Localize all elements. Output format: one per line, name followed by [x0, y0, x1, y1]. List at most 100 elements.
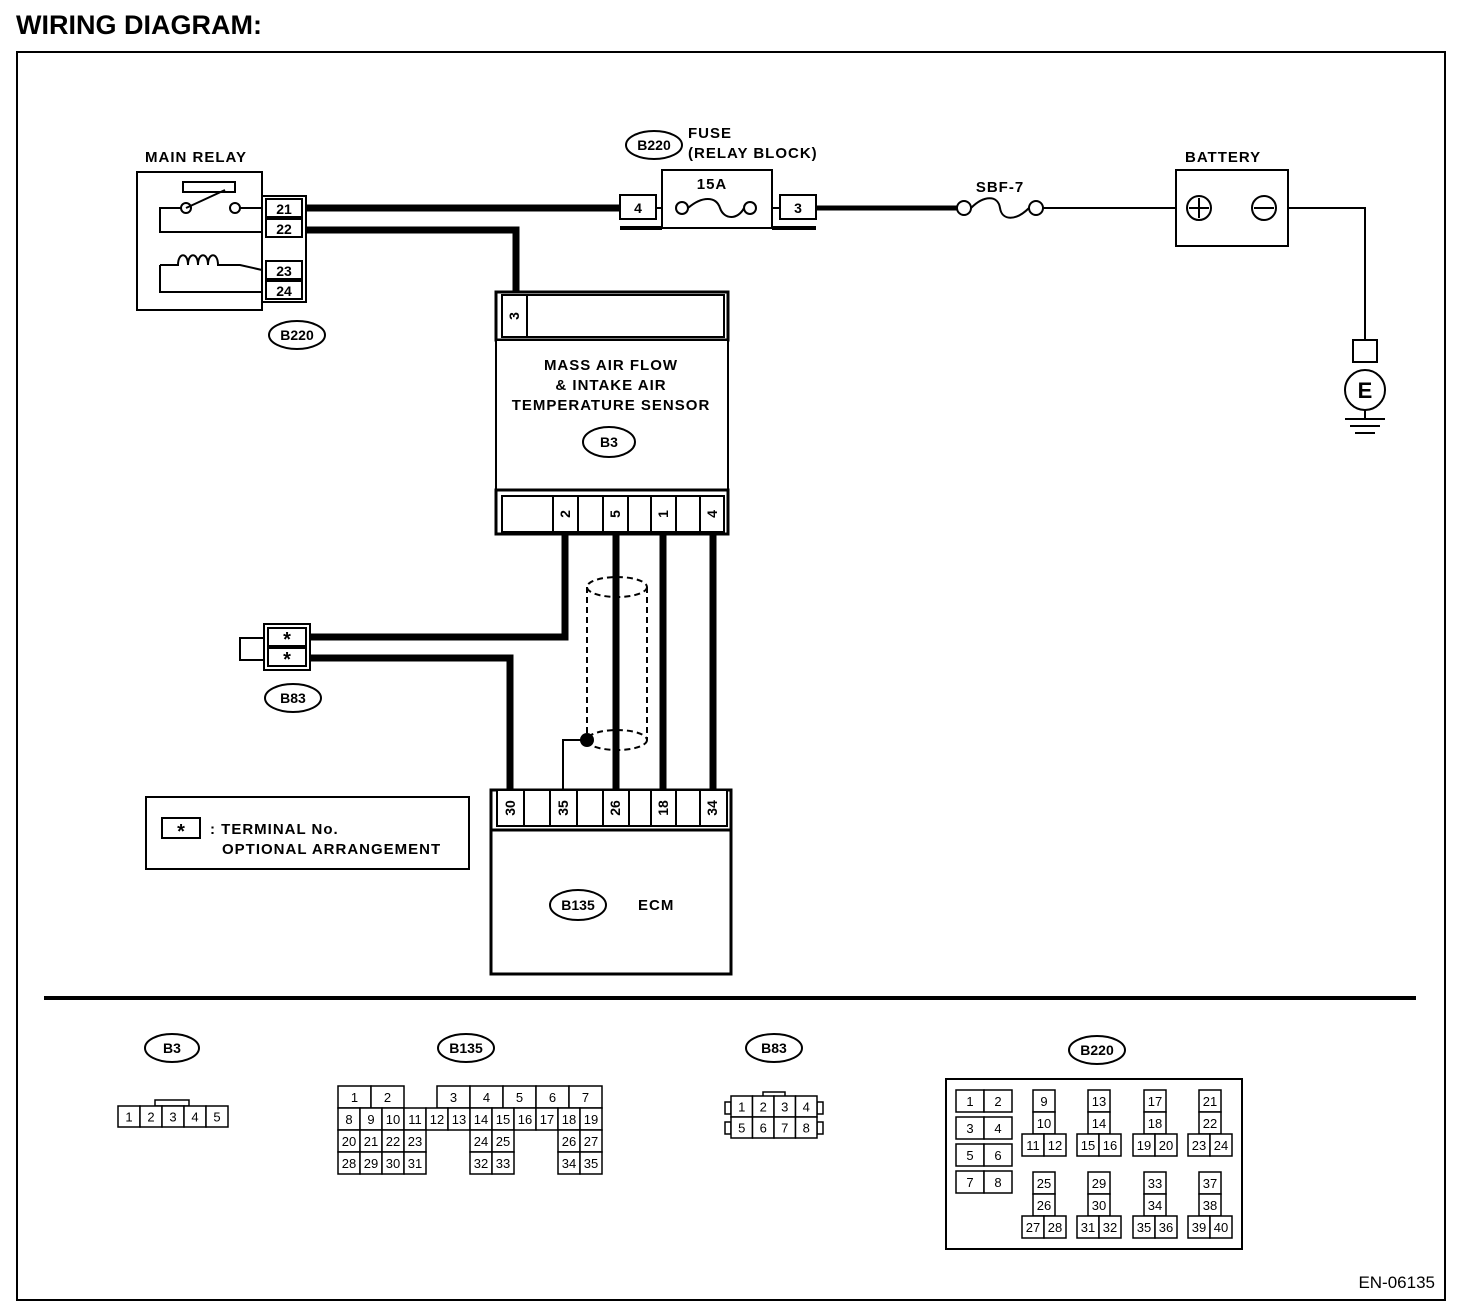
svg-text:25: 25	[496, 1134, 510, 1149]
svg-text:7: 7	[966, 1175, 973, 1190]
svg-text:14: 14	[474, 1112, 488, 1127]
b135-pin-16: 16	[513, 1107, 537, 1131]
svg-text:4: 4	[994, 1121, 1001, 1136]
svg-text:29: 29	[364, 1156, 378, 1171]
b83-pin-6: 6	[751, 1116, 775, 1139]
maf-label-2: & INTAKE AIR	[555, 377, 666, 394]
b135-pin-5: 5	[502, 1085, 537, 1109]
svg-text:15: 15	[1081, 1138, 1095, 1153]
legend: * : TERMINAL No. OPTIONAL ARRANGEMENT	[145, 796, 470, 870]
svg-text:17: 17	[540, 1112, 554, 1127]
svg-text:11: 11	[408, 1112, 422, 1127]
svg-text:8: 8	[994, 1175, 1001, 1190]
b220-pin-13: 13	[1087, 1089, 1111, 1113]
svg-text:14: 14	[1092, 1116, 1106, 1131]
b135-pin-15: 15	[491, 1107, 515, 1131]
b220-pin-36: 36	[1154, 1215, 1178, 1239]
legend-line-1: : TERMINAL No.	[210, 821, 339, 838]
svg-text:26: 26	[562, 1134, 576, 1149]
svg-text:26: 26	[1037, 1198, 1051, 1213]
b135-pin-25: 25	[491, 1129, 515, 1153]
b220-pin-30: 30	[1087, 1193, 1111, 1217]
maf-pin-1: 1	[655, 510, 671, 518]
maf-label-3: TEMPERATURE SENSOR	[512, 397, 711, 414]
b135-pin-21: 21	[359, 1129, 383, 1153]
svg-text:19: 19	[1137, 1138, 1151, 1153]
b135-pin-22: 22	[381, 1129, 405, 1153]
sbf-7: SBF-7	[956, 179, 1044, 219]
svg-text:5: 5	[213, 1110, 220, 1125]
b135-pin-23: 23	[403, 1129, 427, 1153]
b220-pin-24: 24	[1209, 1133, 1233, 1157]
svg-text:13: 13	[1092, 1094, 1106, 1109]
b83-pin-2: 2	[751, 1095, 775, 1118]
b220-pin-32: 32	[1098, 1215, 1122, 1239]
b220-pin-5: 5	[955, 1143, 985, 1167]
svg-text:24: 24	[474, 1134, 488, 1149]
b220-pin-2: 2	[983, 1089, 1013, 1113]
svg-text:30: 30	[386, 1156, 400, 1171]
svg-text:6: 6	[994, 1148, 1001, 1163]
svg-text:12: 12	[1048, 1138, 1062, 1153]
b220-pin-12: 12	[1043, 1133, 1067, 1157]
svg-text:20: 20	[342, 1134, 356, 1149]
svg-text:B135: B135	[449, 1040, 483, 1056]
fuse-connector-tag: B220	[625, 130, 683, 160]
wire-shield-ecm35	[562, 739, 588, 793]
svg-text:21: 21	[1203, 1094, 1217, 1109]
svg-text:28: 28	[342, 1156, 356, 1171]
svg-text:20: 20	[1159, 1138, 1173, 1153]
svg-text:5: 5	[966, 1148, 973, 1163]
b135-pin-29: 29	[359, 1151, 383, 1175]
b220-pin-39: 39	[1187, 1215, 1211, 1239]
b220-pin-21: 21	[1198, 1089, 1222, 1113]
ecm-pin-30: 30	[502, 800, 518, 816]
svg-text:2: 2	[994, 1094, 1001, 1109]
svg-text:21: 21	[364, 1134, 378, 1149]
svg-text:5: 5	[738, 1121, 745, 1136]
ecm-label: ECM	[638, 897, 674, 914]
b220-pin-10: 10	[1032, 1111, 1056, 1135]
svg-text:33: 33	[496, 1156, 510, 1171]
b83-connector-tag: B83	[264, 683, 322, 713]
svg-text:3: 3	[450, 1090, 457, 1105]
svg-text:9: 9	[1040, 1094, 1047, 1109]
b135-pin-19: 19	[579, 1107, 603, 1131]
b83-view-tag: B83	[745, 1033, 803, 1063]
svg-text:37: 37	[1203, 1176, 1217, 1191]
shield-ground-dot	[580, 733, 594, 747]
b220-pin-1: 1	[955, 1089, 985, 1113]
b220-pin-17: 17	[1143, 1089, 1167, 1113]
b83-pin-lower: *	[283, 649, 291, 671]
svg-text:32: 32	[474, 1156, 488, 1171]
svg-text:4: 4	[483, 1090, 490, 1105]
b3-pin-4: 4	[183, 1105, 207, 1128]
ecm-connector-tag: B135	[549, 889, 607, 921]
relay-pin-22: 22	[276, 221, 292, 237]
svg-text:33: 33	[1148, 1176, 1162, 1191]
svg-text:8: 8	[803, 1121, 810, 1136]
b220-pin-27: 27	[1021, 1215, 1045, 1239]
ground-label: E	[1358, 378, 1373, 403]
maf-connector-tag: B3	[582, 426, 636, 458]
b220-pin-18: 18	[1143, 1111, 1167, 1135]
svg-text:16: 16	[518, 1112, 532, 1127]
svg-text:15: 15	[496, 1112, 510, 1127]
relay-connector-tag: B220	[268, 320, 326, 350]
svg-text:12: 12	[430, 1112, 444, 1127]
b135-pin-35: 35	[579, 1151, 603, 1175]
maf-pin-3: 3	[506, 312, 522, 320]
b135-pin-4: 4	[469, 1085, 504, 1109]
svg-text:1: 1	[738, 1100, 745, 1115]
svg-text:31: 31	[1081, 1220, 1095, 1235]
b220-pin-40: 40	[1209, 1215, 1233, 1239]
svg-text:22: 22	[386, 1134, 400, 1149]
b135-pin-3: 3	[436, 1085, 471, 1109]
fuse-label-2: (RELAY BLOCK)	[688, 145, 818, 162]
svg-text:16: 16	[1103, 1138, 1117, 1153]
svg-text:5: 5	[516, 1090, 523, 1105]
b220-pin-9: 9	[1032, 1089, 1056, 1113]
doc-code: EN-06135	[1358, 1273, 1435, 1292]
